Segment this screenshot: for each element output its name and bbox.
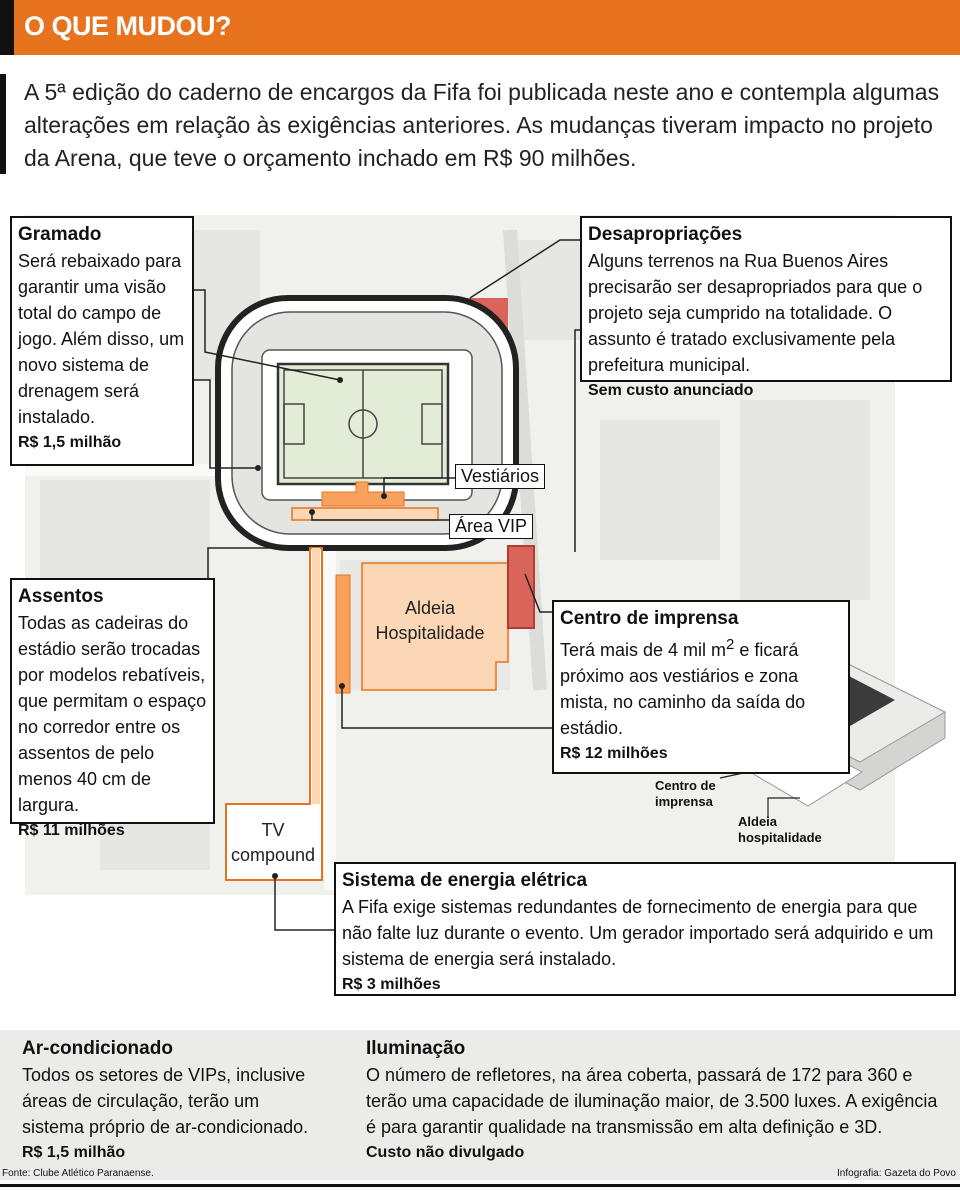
intro-accent-bar (0, 74, 6, 174)
aldeia-label-line2: Hospitalidade (375, 623, 485, 643)
centro-imprensa-3d-label: Centro de imprensa (655, 778, 716, 810)
center-circle (348, 409, 378, 439)
aldeia-hospitalidade-label: Aldeia Hospitalidade (365, 596, 495, 646)
callout-gramado: Gramado Será rebaixado para garantir uma… (10, 216, 194, 466)
gramado-cost: R$ 1,5 milhão (18, 434, 122, 451)
leader-centro-2 (341, 686, 552, 729)
tv-label-line1: TV (261, 820, 285, 840)
intro-block: A 5ª edição do caderno de encargos da Fi… (0, 74, 960, 174)
desapropriacoes-cost: Sem custo anunciado (588, 382, 754, 399)
iluminacao-title: Iluminação (366, 1038, 466, 1059)
assentos-body: Todas as cadeiras do estádio serão troca… (18, 613, 207, 815)
orange-strip (335, 574, 351, 694)
ar-body: Todos os setores de VIPs, inclusive área… (22, 1065, 309, 1137)
centro-3d-line2: imprensa (655, 794, 713, 809)
left-penalty-box (283, 403, 305, 445)
tv-cable-route (312, 548, 320, 804)
leader-gramado (193, 289, 341, 381)
header-bar: O QUE MUDOU? (0, 0, 960, 55)
callout-energia: Sistema de energia elétrica A Fifa exige… (334, 862, 956, 996)
area-vip-label: Área VIP (449, 514, 534, 539)
centro-imprensa-body: Terá mais de 4 mil m2 e ficará próximo a… (560, 632, 842, 741)
bottom-rule (0, 1184, 960, 1187)
desapropriacoes-title: Desapropriações (588, 224, 743, 245)
tv-label-line2: compound (230, 845, 316, 865)
vestiarios-label: Vestiários (455, 464, 546, 489)
iluminacao-body: O número de refletores, na área coberta,… (366, 1065, 938, 1137)
footer-panel (0, 1030, 960, 1180)
leader-energia (274, 876, 334, 931)
aldeia-3d-line2: hospitalidade (738, 830, 822, 845)
energia-title: Sistema de energia elétrica (342, 870, 588, 891)
callout-desapropriacoes: Desapropriações Alguns terrenos na Rua B… (580, 216, 952, 399)
assentos-title: Assentos (18, 586, 104, 607)
assentos-cost: R$ 11 milhões (18, 822, 125, 839)
centro-body-sup: 2 (726, 636, 735, 653)
leader-assentos (207, 547, 300, 580)
source-credit: Fonte: Clube Atlético Paranaense. (2, 1168, 154, 1179)
leader-vestiarios (383, 477, 456, 496)
centro-imprensa-cost: R$ 12 milhões (560, 745, 668, 762)
leader-dot (381, 493, 387, 499)
iluminacao-section: Iluminação O número de refletores, na ár… (366, 1036, 951, 1166)
page-title: O QUE MUDOU? (24, 11, 232, 41)
leader-centro-imprensa (524, 573, 552, 613)
aldeia-label-line1: Aldeia (404, 598, 456, 618)
aldeia-3d-line1: Aldeia (738, 814, 778, 829)
intro-text: A 5ª edição do caderno de encargos da Fi… (24, 79, 940, 171)
leader-dot (255, 465, 261, 471)
right-penalty-box (421, 403, 443, 445)
leader-desapropriacoes (469, 239, 585, 299)
iluminacao-cost: Custo não divulgado (366, 1144, 525, 1161)
leader-dot (337, 377, 343, 383)
ar-cost: R$ 1,5 milhão (22, 1144, 126, 1161)
leader-dot (272, 873, 278, 879)
callout-centro-imprensa: Centro de imprensa Terá mais de 4 mil m2… (552, 600, 850, 774)
centro-imprensa-title: Centro de imprensa (560, 608, 739, 629)
aldeia-3d-label: Aldeia hospitalidade (738, 814, 822, 846)
header-accent-bar (0, 0, 14, 55)
centro-body-pre: Terá mais de 4 mil m (560, 640, 727, 660)
callout-assentos: Assentos Todas as cadeiras do estádio se… (10, 578, 215, 839)
energia-cost: R$ 3 milhões (342, 976, 441, 993)
centro-3d-line1: Centro de (655, 778, 716, 793)
city-block (740, 400, 870, 600)
ar-title: Ar-condicionado (22, 1038, 173, 1059)
leader-gramado-2 (194, 379, 258, 469)
energia-body: A Fifa exige sistemas redundantes de for… (342, 897, 934, 969)
ar-condicionado-section: Ar-condicionado Todos os setores de VIPs… (22, 1036, 322, 1166)
vestiarios-area (321, 481, 405, 507)
centro-body-post: e ficará próximo aos vestiários e zona m… (560, 640, 806, 738)
leader-3d-aldeia (767, 797, 800, 818)
infographic-credit: Infografia: Gazeta do Povo (837, 1168, 956, 1179)
city-block (600, 420, 720, 560)
leader-dot (339, 683, 345, 689)
stadium-map (25, 215, 947, 931)
desapropriacoes-body: Alguns terrenos na Rua Buenos Aires prec… (588, 251, 923, 375)
tv-compound-label: TV compound (226, 818, 320, 868)
gramado-title: Gramado (18, 224, 102, 245)
gramado-body: Será rebaixado para garantir uma visão t… (18, 251, 185, 427)
leader-dot (309, 509, 315, 515)
